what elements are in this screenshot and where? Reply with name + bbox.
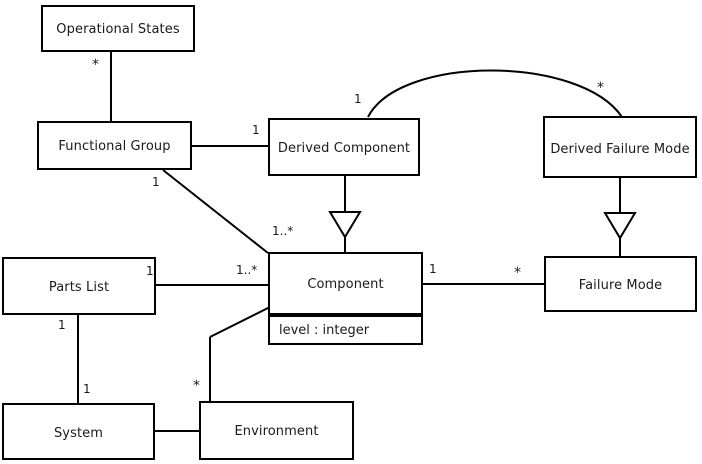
multiplicity-derivedcomponent-arc-one: 1 xyxy=(354,92,362,106)
class-name-environment: Environment xyxy=(234,424,319,439)
class-name-system: System xyxy=(53,426,104,441)
attribute-component-level: level : integer xyxy=(279,323,370,338)
multiplicity-environment-star: * xyxy=(193,378,200,394)
multiplicity-functionalgroup-component-onestar: 1..* xyxy=(272,224,294,238)
generalization-triangle-component xyxy=(328,211,362,239)
multiplicity-derivedfailuremode-arc-star: * xyxy=(597,80,604,96)
class-name-functional-group: Functional Group xyxy=(58,139,171,154)
generalization-triangle-failure-mode xyxy=(603,212,637,240)
class-name-parts-list: Parts List xyxy=(48,280,110,295)
class-name-derived-component: Derived Component xyxy=(277,141,411,156)
class-name-component: Component xyxy=(307,277,384,292)
class-box-environment[interactable]: Environment xyxy=(199,401,354,460)
class-name-derived-failure-mode: Derived Failure Mode xyxy=(550,142,690,157)
edge-derivedcomponent-derivedfailuremode xyxy=(367,69,623,118)
multiplicity-functionalgroup-to-derivedcomponent: 1 xyxy=(252,123,260,137)
edge-functionalgroup-component xyxy=(162,169,269,254)
multiplicity-failuremode-left-star: * xyxy=(514,265,521,281)
class-box-component[interactable]: Component xyxy=(268,252,423,315)
edge-environment-component-diagonal xyxy=(209,306,271,338)
class-name-operational-states: Operational States xyxy=(56,22,180,37)
class-name-failure-mode: Failure Mode xyxy=(578,278,663,293)
class-box-functional-group[interactable]: Functional Group xyxy=(37,121,192,170)
multiplicity-partslist-down-one: 1 xyxy=(58,318,66,332)
class-box-failure-mode[interactable]: Failure Mode xyxy=(544,256,697,312)
class-box-operational-states[interactable]: Operational States xyxy=(41,5,195,52)
multiplicity-partslist-component-onestar: 1..* xyxy=(236,263,258,277)
multiplicity-partslist-right-one: 1 xyxy=(146,264,154,278)
class-box-system[interactable]: System xyxy=(2,403,155,460)
multiplicity-opstates-star: * xyxy=(92,57,99,73)
class-box-parts-list[interactable]: Parts List xyxy=(2,257,156,315)
multiplicity-system-up-one: 1 xyxy=(83,382,91,396)
multiplicity-component-right-one: 1 xyxy=(429,262,437,276)
class-box-derived-failure-mode[interactable]: Derived Failure Mode xyxy=(543,116,697,178)
class-compartment-component-attributes: level : integer xyxy=(268,315,423,345)
multiplicity-functionalgroup-one: 1 xyxy=(152,175,160,189)
class-box-derived-component[interactable]: Derived Component xyxy=(268,118,420,176)
